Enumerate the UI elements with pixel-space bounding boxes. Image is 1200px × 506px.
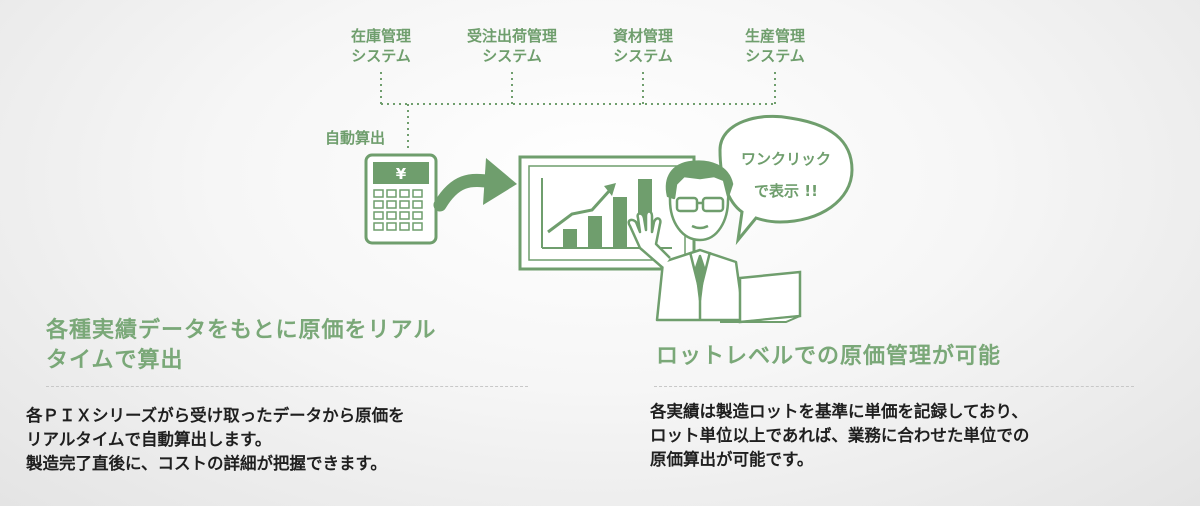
left-description-line2: リアルタイムで自動算出します。 — [26, 430, 272, 449]
presenter-person-icon — [627, 160, 746, 322]
system-suffix: システム — [613, 47, 673, 65]
laptop-icon — [720, 270, 802, 324]
right-description-line1: 各実績は製造ロットを基準に単価を記録しており、 — [650, 402, 1028, 421]
right-description: 各実績は製造ロットを基準に単価を記録しており、 ロット単位以上であれば、業務に合… — [650, 400, 1029, 472]
arrow-right-icon — [433, 158, 517, 212]
left-divider — [46, 386, 528, 387]
yen-symbol: ¥ — [396, 165, 407, 183]
chart-board-icon — [518, 155, 696, 271]
system-suffix: システム — [351, 47, 411, 65]
auto-calc-label: 自動算出 — [325, 129, 385, 147]
speech-bubble: ワンクリック で表示 !! — [718, 114, 854, 246]
bubble-text-line2: で表示 !! — [754, 182, 818, 200]
left-description-line1: 各ＰＩＸシリーズがら受け取ったデータから原価を — [26, 406, 405, 425]
system-label-order-shipping: 受注出荷管理 システム — [437, 26, 587, 66]
system-name: 受注出荷管理 — [466, 27, 557, 45]
calculator-icon: ¥ — [364, 153, 438, 245]
system-label-inventory: 在庫管理 システム — [306, 26, 456, 66]
system-suffix: システム — [482, 47, 542, 65]
system-label-production: 生産管理 システム — [700, 26, 850, 66]
left-description: 各ＰＩＸシリーズがら受け取ったデータから原価を リアルタイムで自動算出します。 … — [26, 404, 405, 476]
left-heading: 各種実績データをもとに原価をリアル タイムで算出 — [46, 316, 506, 376]
left-description-line3: 製造完了直後に、コストの詳細が把握できます。 — [26, 454, 387, 473]
right-description-line3: 原価算出が可能です。 — [650, 450, 814, 469]
system-name: 生産管理 — [744, 27, 805, 45]
left-heading-line2: タイムで算出 — [46, 348, 184, 373]
system-suffix: システム — [745, 47, 805, 65]
system-name: 在庫管理 — [350, 27, 411, 45]
left-heading-line1: 各種実績データをもとに原価をリアル — [46, 318, 437, 343]
right-divider — [654, 386, 1134, 387]
system-connector-lines — [380, 72, 776, 150]
system-name: 資材管理 — [612, 27, 673, 45]
bubble-text-line1: ワンクリック — [741, 150, 831, 168]
system-label-materials: 資材管理 システム — [568, 26, 718, 66]
right-description-line2: ロット単位以上であれば、業務に合わせた単位での — [650, 426, 1030, 445]
right-heading: ロットレベルでの原価管理が可能 — [656, 344, 1002, 369]
